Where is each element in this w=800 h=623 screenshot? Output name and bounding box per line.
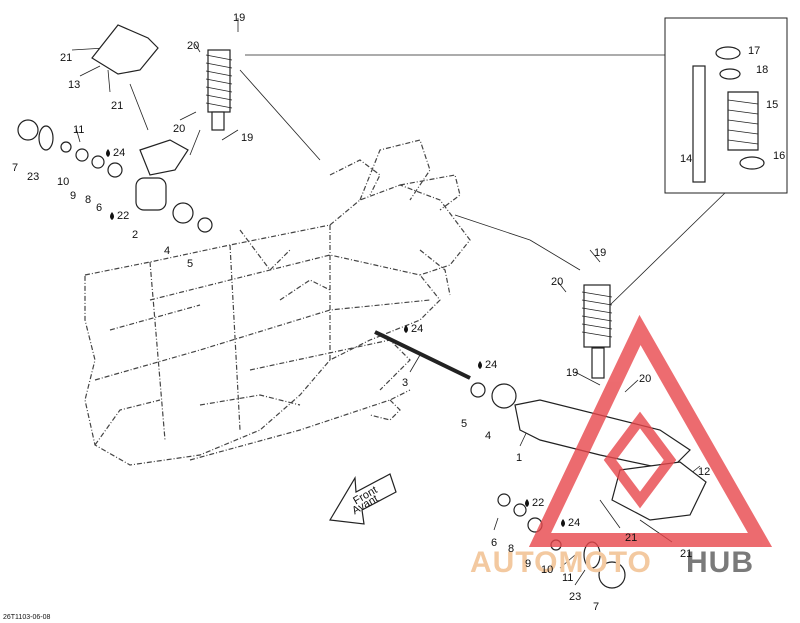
part-label-18: 18 [756, 64, 768, 76]
spring-15 [727, 91, 759, 151]
grease-label-22: 22 [532, 497, 544, 509]
part-label-11: 11 [562, 572, 573, 584]
circlip-5-left [197, 217, 213, 233]
skid-plate-13 [91, 24, 159, 75]
part-label-19: 19 [594, 247, 606, 259]
shock-body-14 [692, 65, 706, 183]
part-label-6: 6 [96, 202, 102, 214]
leader-lines [71, 18, 729, 586]
grease-drop-icon [525, 499, 529, 507]
seal-8-left [91, 155, 105, 169]
retainer-18 [719, 68, 741, 80]
grease-callout-24: 24 [478, 359, 497, 371]
seal-6-left [107, 162, 123, 178]
part-label-6: 6 [491, 537, 497, 549]
part-label-23: 23 [27, 171, 39, 183]
part-label-21: 21 [625, 532, 637, 544]
grease-drop-icon [106, 149, 110, 157]
part-label-23: 23 [569, 591, 581, 603]
swing-arm-left [135, 139, 189, 211]
part-label-20: 20 [173, 123, 185, 135]
cap-7-right [598, 561, 626, 589]
grease-drop-icon [478, 361, 482, 369]
shock-absorber-left [205, 49, 233, 131]
part-label-10: 10 [57, 176, 69, 188]
watermark-text-automoto: AUTOMOTO [470, 546, 652, 579]
part-label-12: 12 [698, 466, 710, 478]
part-label-14: 14 [680, 153, 692, 165]
part-label-20: 20 [639, 373, 651, 385]
grease-label-24: 24 [568, 517, 580, 529]
part-label-10: 10 [541, 564, 553, 576]
grease-drop-icon [561, 519, 565, 527]
grease-label-24: 24 [113, 147, 125, 159]
shock-absorber-right [581, 284, 613, 379]
grease-drop-icon [404, 325, 408, 333]
part-label-9: 9 [70, 190, 76, 202]
part-label-5: 5 [187, 258, 193, 270]
bearing-4-right [491, 383, 517, 409]
part-label-7: 7 [593, 601, 599, 613]
rear-left-suspension-parts [17, 24, 233, 233]
circlip-5-right [470, 382, 486, 398]
part-label-17: 17 [748, 45, 760, 57]
part-label-19: 19 [233, 12, 245, 24]
part-label-4: 4 [485, 430, 491, 442]
part-label-19: 19 [566, 367, 578, 379]
part-label-1: 1 [516, 452, 522, 464]
part-label-21: 21 [60, 52, 72, 64]
watermark-text-hub: HUB [686, 546, 754, 579]
part-label-4: 4 [164, 245, 170, 257]
part-label-2: 2 [132, 229, 138, 241]
o-ring-23-left [38, 125, 54, 151]
part-label-21: 21 [111, 100, 123, 112]
skid-plate-12 [611, 461, 707, 521]
rear-right-suspension-parts [374, 284, 707, 589]
watermark-logo [528, 314, 773, 547]
part-label-15: 15 [766, 99, 778, 111]
grease-callout-22: 22 [525, 497, 544, 509]
grease-drop-icon [110, 212, 114, 220]
part-label-3: 3 [402, 377, 408, 389]
part-label-9: 9 [525, 558, 531, 570]
part-label-7: 7 [12, 162, 18, 174]
spring-cup-17 [715, 46, 741, 60]
part-label-21: 21 [680, 548, 692, 560]
grease-label-24: 24 [411, 323, 423, 335]
shock-detail-inset [664, 17, 788, 194]
grease-label-22: 22 [117, 210, 129, 222]
part-label-8: 8 [85, 194, 91, 206]
grease-label-24: 24 [485, 359, 497, 371]
part-label-20: 20 [551, 276, 563, 288]
spring-seat-16 [739, 156, 765, 170]
seal-8-right [513, 503, 527, 517]
washer-9-left [75, 148, 89, 162]
bearing-4-left [172, 202, 194, 224]
part-label-19: 19 [241, 132, 253, 144]
grease-callout-22: 22 [110, 210, 129, 222]
nut-10-left [60, 141, 72, 153]
cap-7-left [17, 119, 39, 141]
grease-callout-24: 24 [561, 517, 580, 529]
grease-callout-24: 24 [106, 147, 125, 159]
grease-callout-24: 24 [404, 323, 423, 335]
part-label-8: 8 [508, 543, 514, 555]
document-code: 26T1103-06-08 [3, 614, 50, 621]
vehicle-frame [84, 139, 471, 466]
part-label-5: 5 [461, 418, 467, 430]
front-direction-arrow: Front Avant [329, 473, 397, 525]
part-label-11: 11 [73, 124, 84, 136]
part-label-20: 20 [187, 40, 199, 52]
seal-6-right [497, 493, 511, 507]
part-label-16: 16 [773, 150, 785, 162]
part-label-13: 13 [68, 79, 80, 91]
